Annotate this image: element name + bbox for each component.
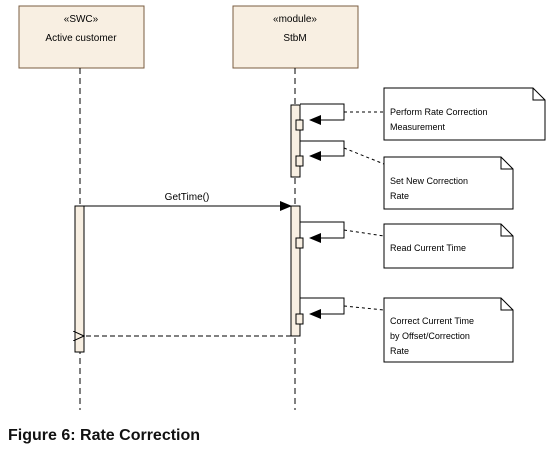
sequence-diagram: «SWC» Active customer «module» StbM GetT…	[18, 5, 546, 410]
note-text: Perform Rate Correction Measurement	[390, 107, 490, 132]
note-set-new-correction-rate: Set New Correction Rate	[383, 156, 514, 210]
note-text: Read Current Time	[390, 243, 466, 253]
message-gettime: GetTime()	[84, 192, 292, 211]
self-call-4	[295, 297, 345, 325]
lifeline-name: Active customer	[45, 33, 117, 44]
note-text: Correct Current Time by Offset/Correctio…	[390, 316, 477, 356]
note-connector	[343, 305, 385, 311]
figure-caption: Figure 6: Rate Correction	[8, 427, 201, 444]
lifeline-stbm: «module» StbM	[232, 5, 359, 410]
lifeline-box-active-customer	[18, 5, 145, 69]
note-correct-current-time: Correct Current Time by Offset/Correctio…	[383, 297, 514, 363]
activation-bar	[74, 205, 85, 353]
note-connector	[343, 147, 385, 165]
lifeline-box-stbm	[232, 5, 359, 69]
self-call-3	[295, 221, 345, 249]
note-read-current-time: Read Current Time	[383, 223, 514, 269]
self-call-2	[295, 140, 345, 167]
lifeline-stereotype: «SWC»	[64, 14, 99, 25]
self-call-1	[295, 103, 345, 131]
note-connector	[343, 229, 385, 237]
note-text: Set New Correction Rate	[390, 176, 471, 201]
lifeline-stereotype: «module»	[273, 14, 317, 25]
note-perform-rate-correction: Perform Rate Correction Measurement	[383, 87, 546, 141]
message-label: GetTime()	[165, 192, 210, 203]
activation-bar	[290, 205, 301, 337]
lifeline-name: StbM	[283, 33, 306, 44]
